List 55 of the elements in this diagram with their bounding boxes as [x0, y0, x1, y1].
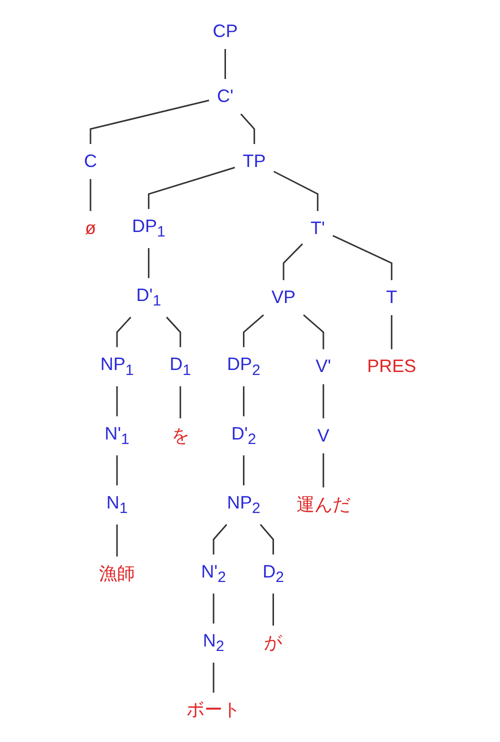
connector: [240, 114, 255, 144]
connector: [116, 386, 118, 416]
connector: [90, 179, 92, 212]
node-text: ø: [84, 218, 96, 238]
node-text: T: [386, 287, 398, 308]
connector: [212, 594, 214, 624]
node-text: VP: [271, 287, 296, 308]
node-text: ボート: [186, 700, 240, 720]
connector: [242, 386, 244, 416]
node-text: CP: [212, 21, 238, 42]
node-text: NP$_{2}$: [226, 492, 260, 518]
connector: [273, 171, 318, 212]
node-text: D$_{2}$: [262, 562, 284, 586]
connector: [242, 456, 244, 486]
connector: [282, 244, 303, 280]
connector: [260, 524, 274, 555]
node-text: が: [264, 632, 282, 653]
connector: [390, 315, 392, 350]
connector: [148, 248, 150, 278]
connector: [322, 454, 324, 488]
connector: [148, 166, 235, 210]
node-text: PRES: [367, 356, 416, 376]
node-text: 運んだ: [296, 494, 350, 515]
node-text: V': [316, 356, 332, 376]
connector: [116, 316, 132, 348]
node-text: N'$_{2}$: [201, 562, 226, 586]
connector: [166, 316, 182, 348]
node-text: D'$_{2}$: [231, 423, 256, 448]
connector: [116, 524, 118, 557]
node-text: C': [216, 86, 234, 106]
node-text: を: [171, 425, 190, 446]
connector: [90, 100, 210, 144]
connector: [272, 594, 274, 626]
node-text: TP: [242, 151, 266, 172]
node-text: DP$_{2}$: [226, 354, 260, 379]
connector: [224, 49, 226, 80]
node-text: V: [317, 425, 330, 446]
node-text: D$_{1}$: [170, 354, 191, 379]
node-text: DP$_{1}$: [132, 216, 166, 241]
connector: [322, 384, 324, 418]
node-text: 漁師: [98, 564, 135, 584]
node-text: N$_{1}$: [106, 492, 128, 518]
connector: [302, 314, 324, 350]
connector: [180, 386, 182, 418]
node-text: D'$_{1}$: [136, 285, 161, 310]
node-text: N$_{2}$: [202, 630, 224, 656]
connector: [116, 456, 118, 486]
connector: [212, 662, 214, 693]
node-text: N'$_{1}$: [104, 423, 130, 448]
connector: [212, 524, 228, 555]
connector: [242, 314, 264, 348]
node-text: C: [84, 151, 97, 172]
node-text: NP$_{1}$: [100, 354, 134, 379]
connector: [332, 235, 392, 280]
node-text: T': [310, 218, 325, 238]
